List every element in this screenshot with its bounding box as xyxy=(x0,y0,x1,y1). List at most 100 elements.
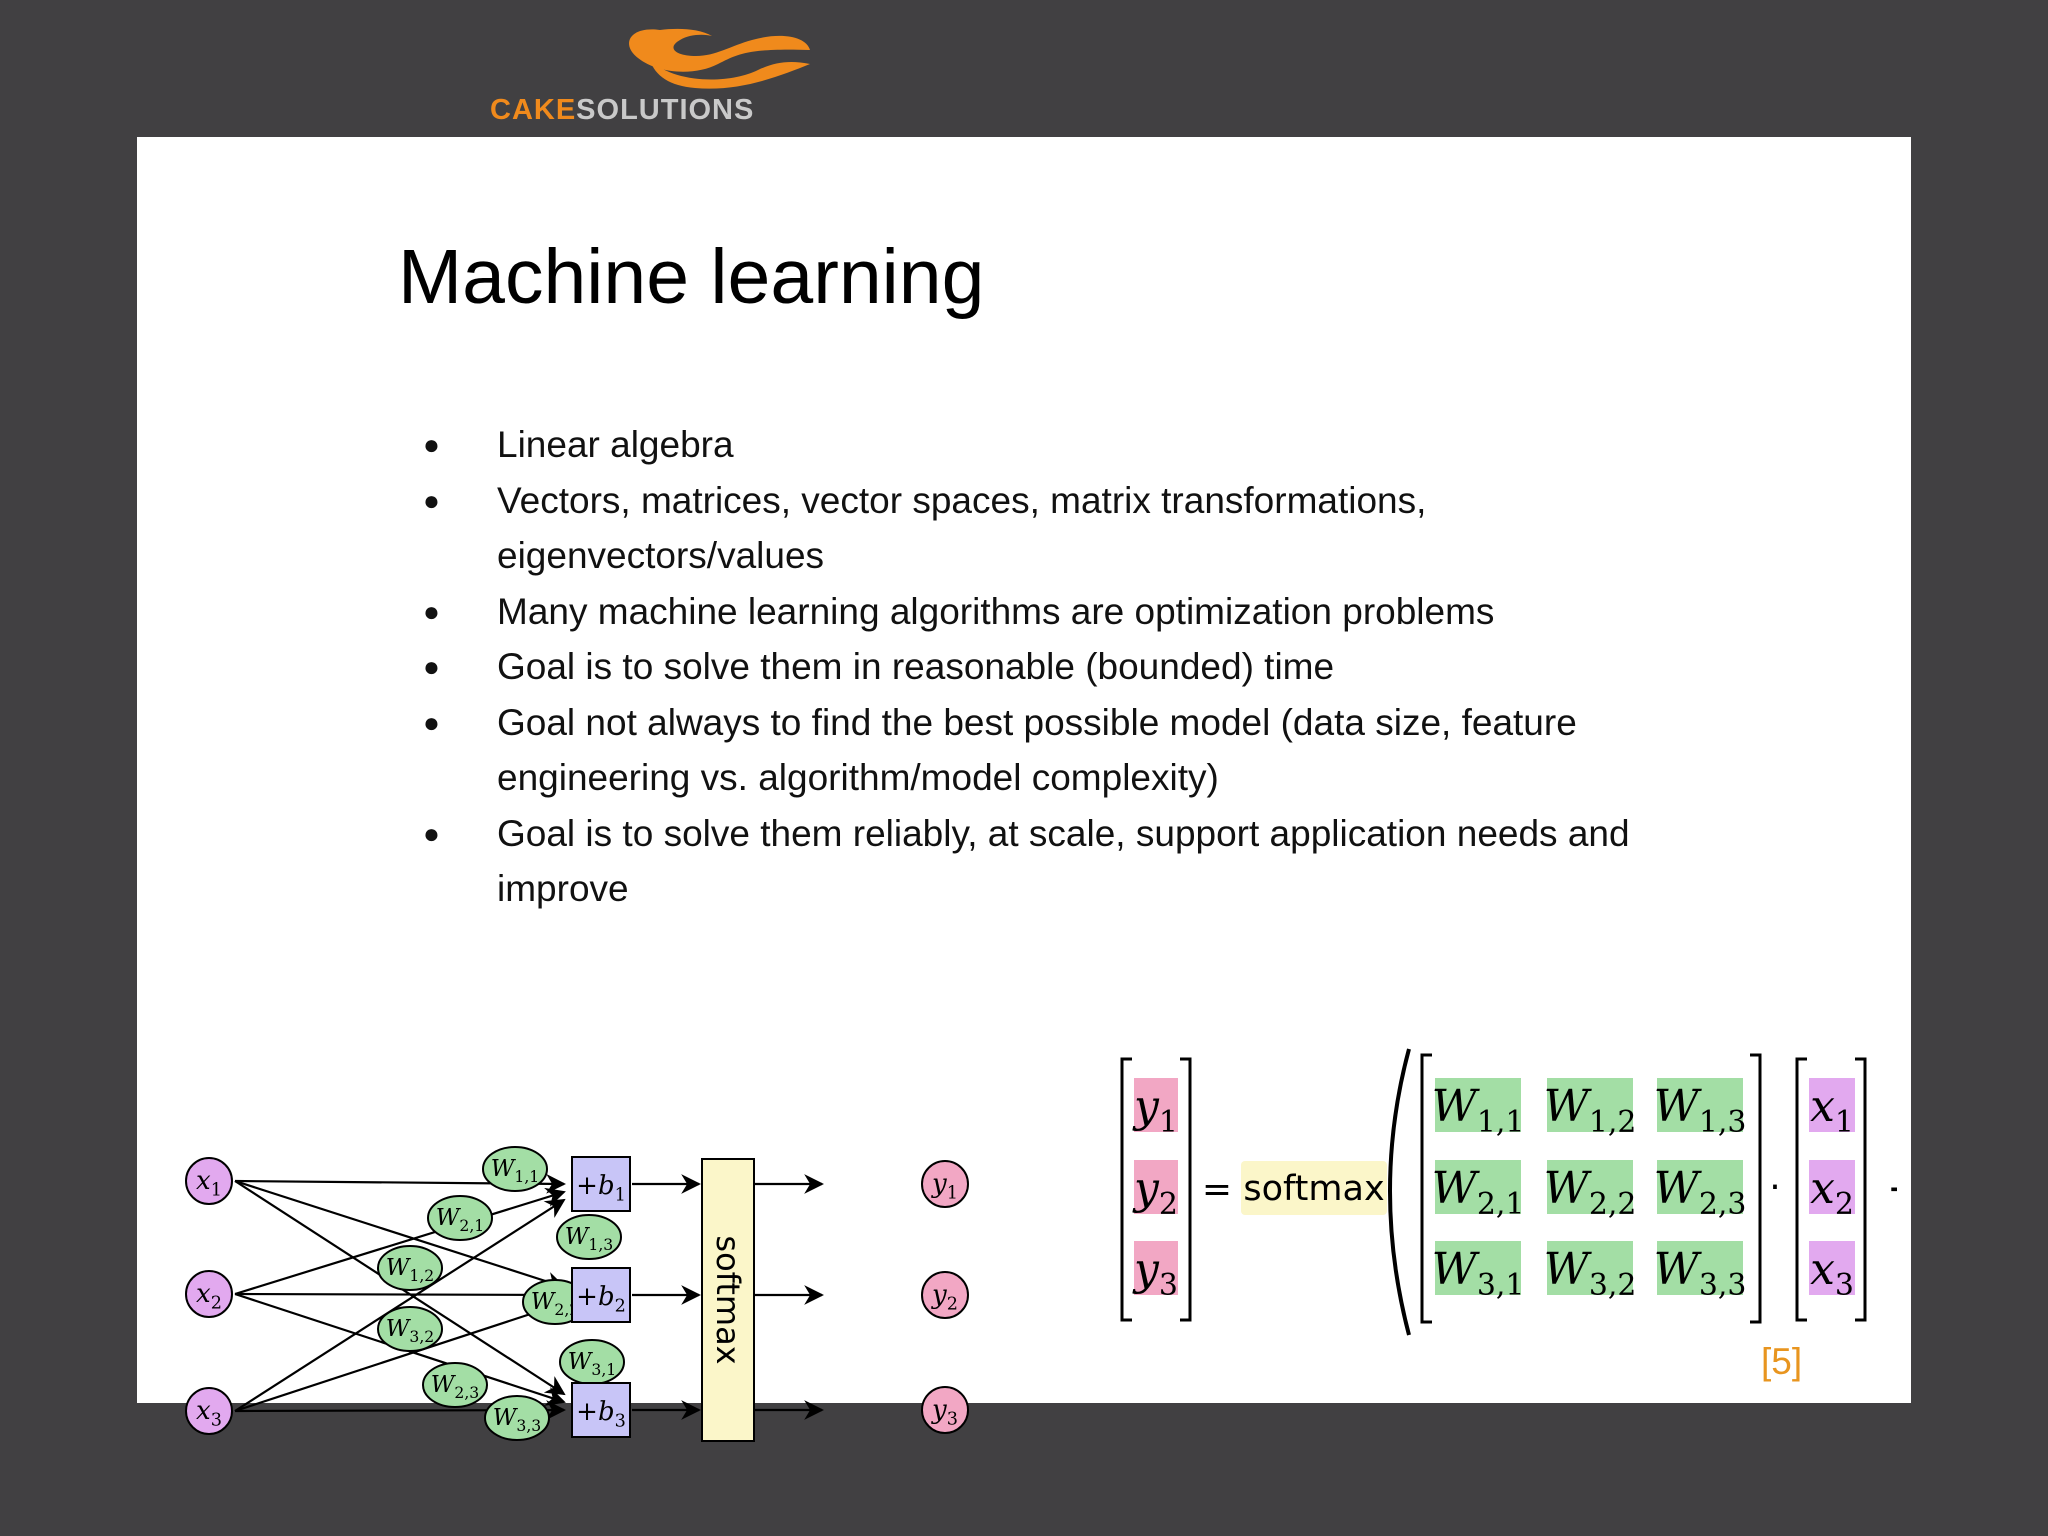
equals-sign: = xyxy=(1202,1169,1232,1210)
y-entry: y3 xyxy=(1132,1244,1178,1303)
w-entry-bg xyxy=(1657,1160,1743,1214)
output-node xyxy=(921,1386,969,1434)
input-node xyxy=(185,1157,233,1205)
w-entry: W2,2 xyxy=(1544,1163,1637,1222)
bullet-item: ● Goal is to solve them reliably, at scal… xyxy=(423,806,1723,917)
weight-label: W1,3 xyxy=(565,1224,614,1254)
cake-solutions-logo: CAKESOLUTIONS xyxy=(490,26,820,130)
bullet-item: ●Goal not always to find the best possib… xyxy=(423,695,1723,806)
w-entry: W2,1 xyxy=(1432,1163,1525,1222)
network-edge xyxy=(234,1198,566,1412)
output-label: y3 xyxy=(931,1395,958,1430)
w-entry: W1,3 xyxy=(1654,1081,1747,1140)
matrix-bracket xyxy=(1750,1053,1762,1324)
network-edge xyxy=(234,1187,566,1296)
network-edge xyxy=(234,1285,566,1305)
weight-node xyxy=(422,1362,488,1408)
slide: Machine learning ● Linear algebra ● Vector… xyxy=(137,137,1911,1442)
output-label: y2 xyxy=(931,1280,958,1315)
w-entry-bg xyxy=(1547,1241,1633,1295)
x-entry: x2 xyxy=(1810,1163,1854,1222)
x-entry: x3 xyxy=(1810,1244,1854,1303)
weight-label: W1,2 xyxy=(386,1255,435,1285)
logo-wordmark: CAKESOLUTIONS xyxy=(490,94,820,127)
output-node xyxy=(921,1271,969,1319)
output-node xyxy=(921,1160,969,1208)
bias-label: +b3 xyxy=(576,1397,626,1432)
weight-node xyxy=(377,1306,443,1352)
network-edge xyxy=(234,1179,566,1291)
weight-node xyxy=(484,1395,550,1441)
weight-label: W3,3 xyxy=(493,1405,542,1435)
w-entry-bg xyxy=(1435,1241,1521,1295)
input-label: x3 xyxy=(196,1396,222,1431)
w-entry: W2,3 xyxy=(1654,1163,1747,1222)
bullet-item: ● Goal is to solve them in reasonable (bo… xyxy=(423,639,1723,695)
weight-node xyxy=(556,1214,622,1260)
w-entry: W3,1 xyxy=(1432,1244,1525,1303)
x-entry-bg xyxy=(1809,1241,1855,1295)
softmax-label: softmax xyxy=(1243,1169,1384,1209)
weight-label: W3,1 xyxy=(568,1349,617,1379)
matrix-bracket xyxy=(1420,1053,1432,1324)
x-entry: x1 xyxy=(1810,1081,1854,1140)
w-entry-bg xyxy=(1435,1160,1521,1214)
bias-node xyxy=(571,1156,631,1212)
logo-brand-cake: CAKE xyxy=(490,94,577,126)
matrix-bracket xyxy=(1795,1057,1807,1322)
w-entry-bg xyxy=(1547,1078,1633,1132)
y-entry: y2 xyxy=(1132,1163,1178,1222)
input-node xyxy=(185,1270,233,1318)
weight-node xyxy=(377,1245,443,1291)
w-entry-bg xyxy=(1435,1078,1521,1132)
input-label: x1 xyxy=(196,1166,222,1201)
w-entry: W1,2 xyxy=(1544,1081,1637,1140)
bullet-list: ● Linear algebra ● Vectors, matrices, vect… xyxy=(423,417,1723,917)
dot-operator: · xyxy=(1769,1167,1780,1208)
bullet-text: Goal not always to find the best possibl… xyxy=(497,701,1577,799)
softmax-label: softmax xyxy=(709,1235,747,1364)
x-entry-bg xyxy=(1809,1078,1855,1132)
bullet-text: Vectors, matrices, vector spaces, matrix… xyxy=(497,479,1427,577)
w-entry-bg xyxy=(1657,1078,1743,1132)
bullet-dot-icon: ● xyxy=(423,651,440,682)
bullet-text: Linear algebra xyxy=(497,424,734,465)
bullet-item: ●Many machine learning algorithms are op… xyxy=(423,584,1723,640)
bias-node xyxy=(571,1267,631,1323)
x-entry-bg xyxy=(1809,1160,1855,1214)
y-entry-bg xyxy=(1134,1078,1178,1132)
w-entry: W1,1 xyxy=(1432,1081,1525,1140)
w-entry: W3,3 xyxy=(1654,1244,1747,1303)
matrix-bracket xyxy=(1120,1057,1132,1322)
bullet-text: Goal is to solve them in reasonable (bou… xyxy=(497,646,1335,687)
logo-brand-solutions: SOLUTIONS xyxy=(576,94,755,126)
weight-label: W2,3 xyxy=(431,1372,480,1402)
weight-node xyxy=(427,1195,493,1241)
w-entry-bg xyxy=(1547,1160,1633,1214)
weight-label: W2,1 xyxy=(436,1205,485,1235)
weight-label: W1,1 xyxy=(491,1156,540,1186)
reference-marker[interactable]: [5] xyxy=(1761,1341,1803,1382)
softmax-box xyxy=(701,1158,755,1442)
bias-node xyxy=(571,1382,631,1438)
w-entry: W3,2 xyxy=(1544,1244,1637,1303)
y-entry: y1 xyxy=(1132,1081,1178,1140)
bullet-item: ● Linear algebra xyxy=(423,417,1723,473)
matrix-bracket xyxy=(1180,1057,1192,1322)
bullet-dot-icon: ● xyxy=(423,429,440,460)
bullet-dot-icon: ● xyxy=(423,817,440,849)
bias-label: +b1 xyxy=(576,1171,626,1206)
w-entry-bg xyxy=(1657,1241,1743,1295)
bullet-text: Goal is to solve them reliably, at scale… xyxy=(497,812,1630,910)
plus-operator: + xyxy=(1887,1163,1897,1214)
slide-title: Machine learning xyxy=(398,234,985,320)
output-label: y1 xyxy=(931,1169,958,1204)
weight-label: W3,2 xyxy=(386,1316,435,1346)
input-label: x2 xyxy=(196,1279,222,1314)
weight-node xyxy=(482,1146,548,1192)
y-entry-bg xyxy=(1134,1160,1178,1214)
softmax-bg xyxy=(1241,1161,1387,1215)
open-paren xyxy=(1388,1048,1411,1336)
bias-label: +b2 xyxy=(576,1282,626,1317)
bullet-text: Many machine learning algorithms are opt… xyxy=(497,590,1495,632)
